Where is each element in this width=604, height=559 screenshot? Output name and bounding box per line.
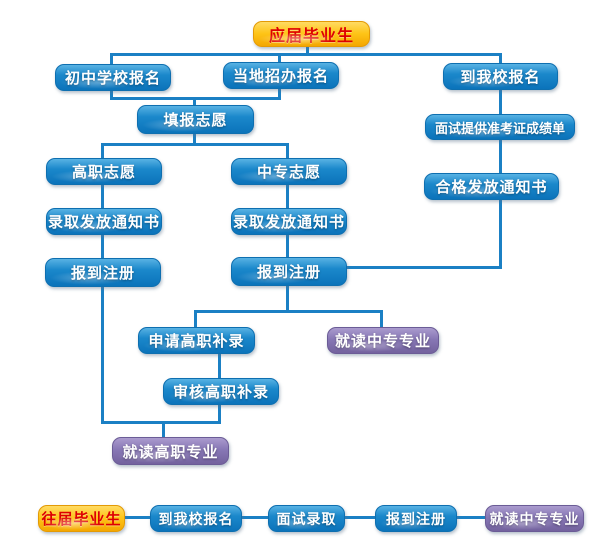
connector (286, 183, 289, 209)
node-study-vocational-major: 就读高职专业 (112, 437, 229, 465)
connector-riser-top (306, 44, 309, 55)
connector (240, 516, 268, 519)
node-register-enroll-bottom: 报到注册 (375, 505, 457, 532)
connector (194, 312, 197, 327)
connector (343, 516, 375, 519)
node-fresh-graduates: 应届毕业生 (253, 21, 370, 47)
connector (286, 145, 289, 159)
node-interview-provide-ticket-transcript: 面试提供准考证成绩单 (425, 114, 575, 140)
node-study-secondary-major-bottom: 就读中专专业 (485, 505, 584, 532)
connector-merge (110, 97, 281, 100)
connector (162, 423, 165, 438)
connector-distributor-top (110, 53, 502, 56)
connector (286, 233, 289, 258)
connector-junction-bottom (101, 421, 221, 424)
connector (455, 516, 485, 519)
node-local-admissions-office-register: 当地招办报名 (223, 62, 339, 89)
connector (193, 99, 196, 106)
connector (123, 516, 150, 519)
connector (101, 145, 104, 159)
connector (278, 54, 281, 63)
connector (110, 89, 113, 99)
node-fill-preferences: 填报志愿 (137, 105, 254, 134)
node-register-at-school-bottom: 到我校报名 (150, 505, 242, 532)
connector (278, 87, 281, 99)
node-admission-notice-mid: 录取发放通知书 (231, 208, 347, 235)
connector (499, 138, 502, 174)
connector (101, 233, 104, 259)
connector (218, 352, 221, 379)
connector (193, 132, 196, 145)
node-register-enroll-left: 报到注册 (45, 258, 161, 287)
node-junior-high-school-register: 初中学校报名 (55, 64, 171, 91)
connector (218, 403, 221, 423)
node-review-vocational-supplement: 审核高职补录 (163, 378, 279, 405)
node-register-enroll-mid: 报到注册 (231, 257, 347, 286)
connector (110, 54, 113, 65)
connector (380, 312, 383, 327)
connector-left-long (101, 284, 104, 424)
connector-distributor-supplement (194, 310, 383, 313)
node-apply-vocational-supplement: 申请高职补录 (138, 327, 255, 354)
connector-distributor-preferences (101, 143, 289, 146)
connector (499, 54, 502, 65)
node-interview-admission: 面试录取 (268, 505, 345, 532)
connector-right-long (499, 197, 502, 269)
node-admission-notice-left: 录取发放通知书 (46, 208, 162, 235)
connector-qualified-join (345, 266, 502, 269)
node-study-secondary-major-upper: 就读中专专业 (327, 327, 439, 354)
node-qualified-issue-notice: 合格发放通知书 (424, 173, 559, 200)
node-register-at-school-top: 到我校报名 (443, 63, 558, 90)
connector (499, 87, 502, 116)
node-secondary-preference: 中专志愿 (231, 158, 347, 185)
node-vocational-preference: 高职志愿 (46, 158, 162, 185)
connector (101, 183, 104, 209)
connector (286, 284, 289, 312)
node-former-graduates: 往届毕业生 (38, 505, 125, 532)
